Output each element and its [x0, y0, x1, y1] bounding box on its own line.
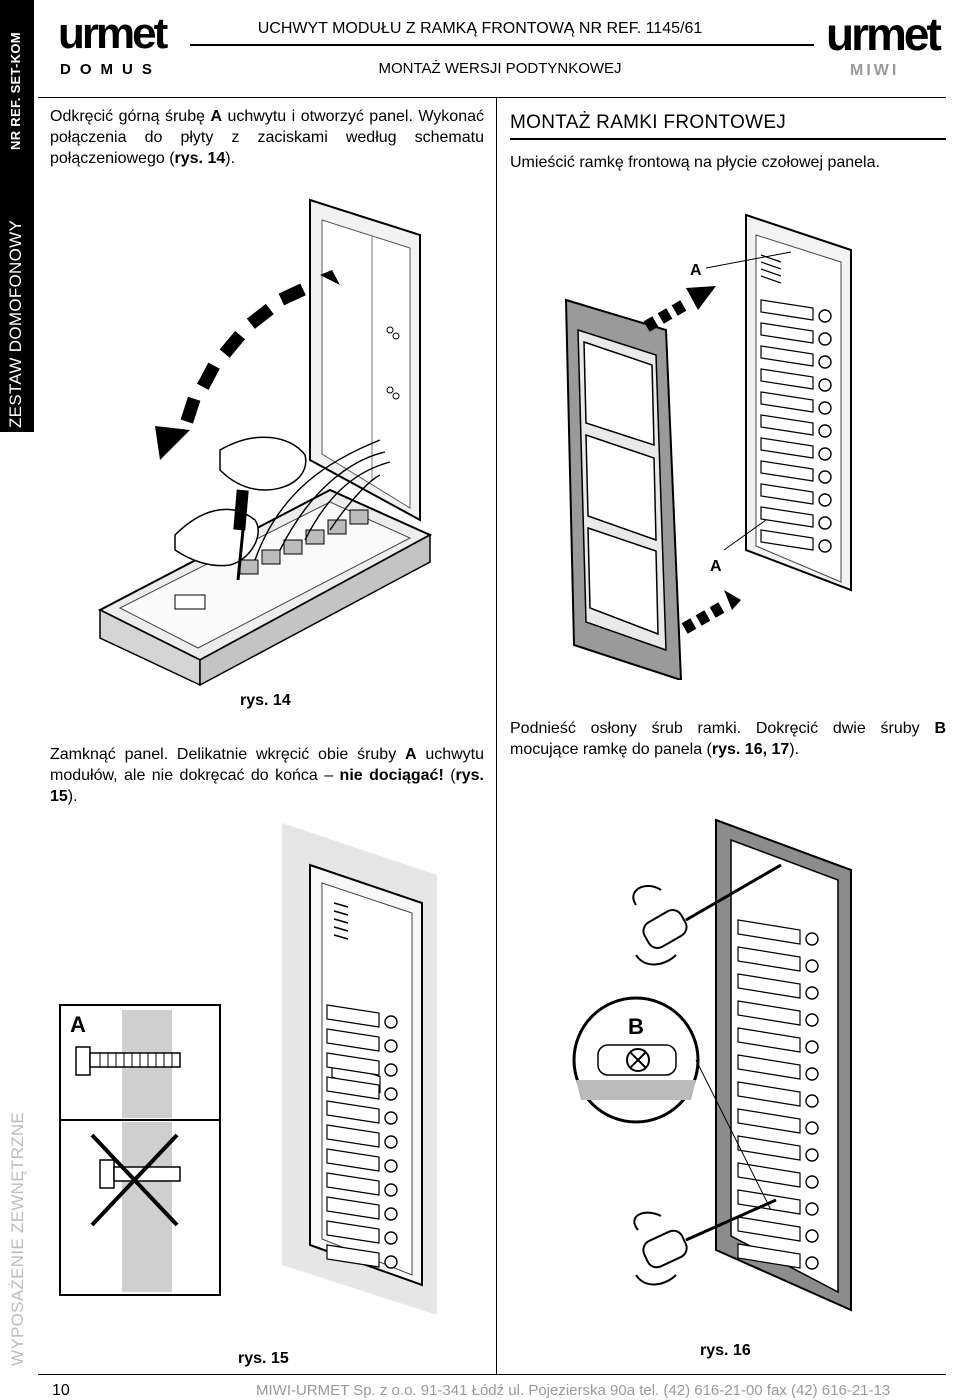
column-divider: [496, 98, 497, 1374]
lift-covers-paragraph: Podnieść osłony śrub ramki. Dokręcić dwi…: [510, 720, 946, 758]
urmet-domus-logo: urmet DOMUS: [56, 8, 176, 78]
figure-15-closed-panel: [52, 815, 482, 1335]
svg-text:DOMUS: DOMUS: [60, 61, 161, 78]
svg-text:urmet: urmet: [826, 8, 941, 60]
page-subtitle: MONTAŻ WERSJI PODTYNKOWEJ: [378, 60, 622, 77]
figure-15-detail-label-a: A: [70, 1012, 86, 1037]
header-rule: [190, 44, 814, 46]
urmet-miwi-logo: urmet MIWI: [824, 8, 952, 79]
svg-text:MIWI: MIWI: [850, 62, 899, 78]
section-title-rule: [510, 138, 946, 140]
figure-14-caption: rys. 14: [240, 692, 291, 709]
frame-figure-label-a-top: A: [690, 262, 702, 279]
figure-14-open-panel: [80, 190, 460, 690]
svg-text:urmet: urmet: [58, 9, 169, 58]
sidebar-section-label: ZESTAW DOMOFONOWY: [6, 219, 25, 428]
place-frame-text: Umieścić ramkę frontową na płycie czołow…: [510, 154, 880, 171]
page-number: 10: [52, 1382, 70, 1399]
sidebar-ref-label: NR REF. SET-KOM: [8, 32, 23, 150]
figure-16-screw-tightening: [566, 770, 906, 1340]
footer-company-address: MIWI-URMET Sp. z o.o. 91-341 Łódź ul. Po…: [256, 1382, 891, 1399]
footer-rule: [38, 1374, 946, 1375]
page-title: UCHWYT MODUŁU Z RAMKĄ FRONTOWĄ NR REF. 1…: [257, 20, 703, 37]
header-bottom-rule: [38, 97, 946, 98]
frame-figure-label-a-bottom: A: [710, 558, 722, 575]
figure-16-detail-label-b: B: [628, 1014, 644, 1039]
figure-15-caption: rys. 15: [238, 1350, 289, 1367]
sidebar-bottom-label: WYPOSAŻENIE ZEWNĘTRZNE: [8, 1111, 27, 1366]
close-panel-paragraph: Zamknąć panel. Delikatnie wkręcić obie ś…: [50, 746, 485, 805]
figure-frame-placement: [556, 190, 902, 680]
section-title-front-frame: MONTAŻ RAMKI FRONTOWEJ: [510, 112, 787, 133]
intro-paragraph: Odkręcić górną śrubę A uchwytu i otworzy…: [50, 108, 485, 167]
sidebar-black-band: [0, 0, 34, 432]
figure-16-caption: rys. 16: [700, 1342, 751, 1359]
